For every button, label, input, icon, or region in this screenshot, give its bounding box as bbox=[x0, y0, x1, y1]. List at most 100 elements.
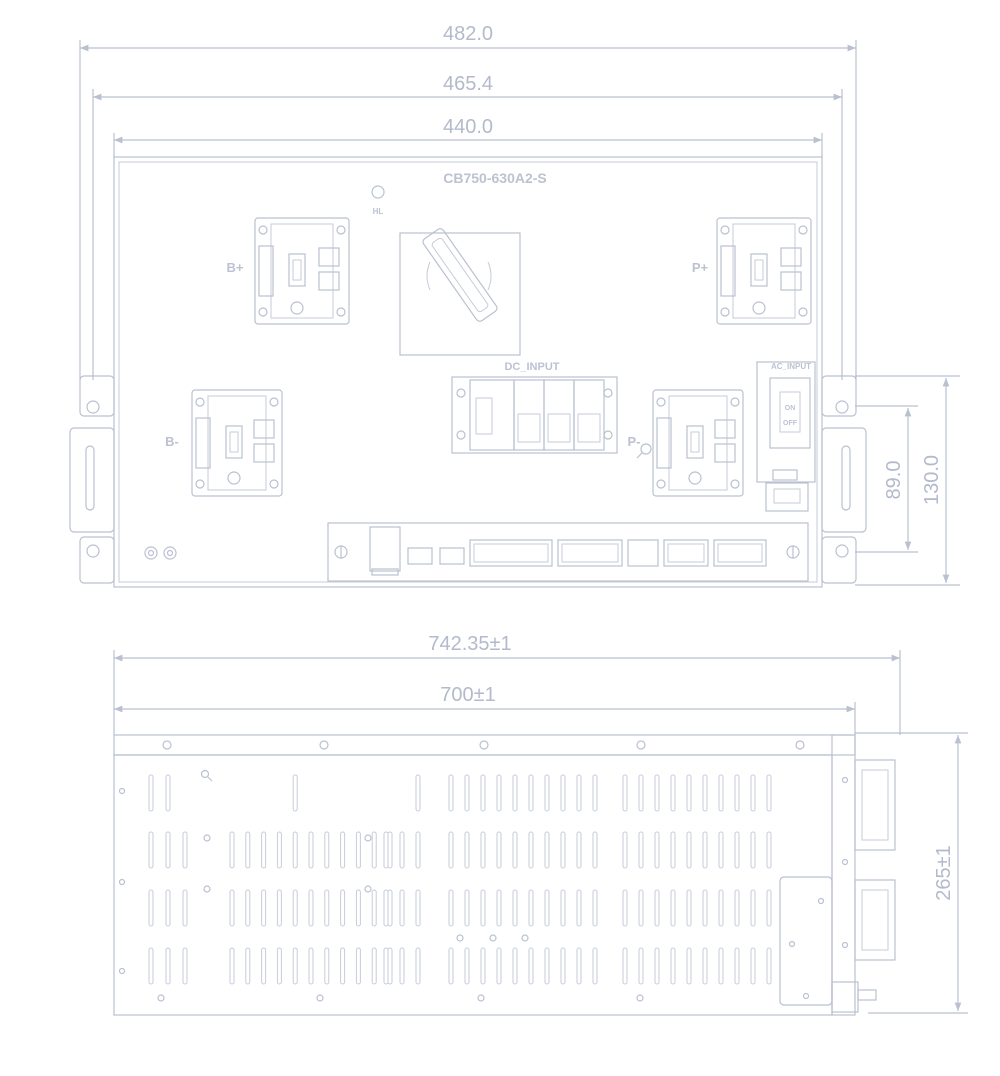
dim-height-large: 130.0 bbox=[921, 455, 943, 505]
vent-slot bbox=[766, 947, 772, 985]
terminal-p-plus bbox=[716, 217, 812, 325]
vent-slot bbox=[165, 889, 171, 927]
vent-slot bbox=[750, 831, 756, 869]
vent-slot bbox=[229, 831, 235, 869]
vent-slot bbox=[686, 774, 692, 812]
vent-slot bbox=[340, 889, 346, 927]
vent-slot bbox=[528, 947, 534, 985]
vent-slot bbox=[560, 774, 566, 812]
dim-width-inner: 440.0 bbox=[443, 116, 493, 138]
vent-slot bbox=[480, 774, 486, 812]
vent-slot bbox=[276, 947, 282, 985]
vent-slot bbox=[670, 889, 676, 927]
indicator-label: HL bbox=[373, 207, 384, 216]
vent-slot bbox=[544, 831, 550, 869]
ac-input-label: AC_INPUT bbox=[771, 362, 811, 371]
vent-slot bbox=[387, 831, 393, 869]
vent-slot bbox=[399, 947, 405, 985]
vent-slot bbox=[480, 831, 486, 869]
vent-slot bbox=[638, 831, 644, 869]
vent-slot bbox=[148, 774, 154, 812]
vent-slot bbox=[496, 889, 502, 927]
label-p-plus: P+ bbox=[692, 260, 709, 275]
vent-slot bbox=[399, 889, 405, 927]
bottom-screws bbox=[118, 787, 644, 1002]
main-switch bbox=[399, 228, 521, 356]
dim-length-body: 700±1 bbox=[440, 684, 495, 706]
vent-slot bbox=[480, 889, 486, 927]
vent-slot bbox=[415, 947, 421, 985]
vent-slot bbox=[229, 947, 235, 985]
magnifier-icon bbox=[200, 769, 213, 782]
vent-slot bbox=[622, 831, 628, 869]
vent-slot bbox=[165, 831, 171, 869]
vent-slot bbox=[415, 889, 421, 927]
vent-slot bbox=[576, 774, 582, 812]
vent-slot bbox=[654, 947, 660, 985]
label-b-plus: B+ bbox=[227, 260, 244, 275]
vent-slot bbox=[292, 889, 298, 927]
vent-slot bbox=[576, 831, 582, 869]
vent-slot bbox=[148, 947, 154, 985]
vent-slot bbox=[528, 889, 534, 927]
vent-slot bbox=[592, 831, 598, 869]
vent-slot bbox=[480, 947, 486, 985]
vent-slot bbox=[308, 889, 314, 927]
vent-slot bbox=[718, 831, 724, 869]
label-b-minus: B- bbox=[165, 434, 179, 449]
terminal-b-plus bbox=[254, 217, 350, 325]
vent-slot bbox=[245, 889, 251, 927]
vent-slot bbox=[387, 889, 393, 927]
vent-slot bbox=[512, 889, 518, 927]
vent-slot bbox=[654, 889, 660, 927]
vent-slot bbox=[686, 831, 692, 869]
dc-input-breaker bbox=[451, 376, 618, 454]
vent-slot bbox=[702, 947, 708, 985]
vent-slot bbox=[718, 774, 724, 812]
vent-slot bbox=[654, 831, 660, 869]
vent-slot bbox=[702, 831, 708, 869]
top-view: CB750-630A2-S HL B+ bbox=[69, 156, 867, 588]
dim-width-outer: 482.0 bbox=[443, 23, 493, 45]
vent-slot bbox=[592, 947, 598, 985]
vent-slot bbox=[182, 947, 188, 985]
vent-slot bbox=[448, 831, 454, 869]
vent-slot bbox=[496, 774, 502, 812]
vent-slot bbox=[371, 889, 377, 927]
top-dimensions: 482.0 465.4 440.0 89.0 130.0 bbox=[79, 23, 960, 586]
vent-slot bbox=[734, 774, 740, 812]
side-bracket bbox=[779, 759, 896, 1013]
vent-slot bbox=[464, 889, 470, 927]
vent-slot bbox=[622, 947, 628, 985]
vent-slot bbox=[718, 947, 724, 985]
vent-slot bbox=[229, 889, 235, 927]
vent-slot bbox=[528, 774, 534, 812]
vent-slot bbox=[448, 947, 454, 985]
vent-slot bbox=[355, 831, 361, 869]
vent-slot bbox=[734, 889, 740, 927]
vent-slot bbox=[544, 947, 550, 985]
terminal-p-minus bbox=[652, 389, 744, 497]
vent-slot bbox=[383, 831, 389, 869]
vent-slot bbox=[718, 889, 724, 927]
vent-slot bbox=[308, 831, 314, 869]
vent-slot bbox=[355, 889, 361, 927]
terminal-b-minus bbox=[191, 389, 283, 497]
vent-slot bbox=[560, 889, 566, 927]
connector-strip bbox=[327, 522, 809, 582]
vent-slot bbox=[528, 831, 534, 869]
magnifier-icon bbox=[636, 443, 652, 459]
vent-slot bbox=[245, 947, 251, 985]
vent-slot bbox=[448, 889, 454, 927]
vent-slot bbox=[148, 889, 154, 927]
vent-slot bbox=[165, 774, 171, 812]
vent-slot bbox=[182, 889, 188, 927]
dim-width-mid: 465.4 bbox=[443, 73, 493, 95]
vent-slot bbox=[750, 947, 756, 985]
vent-slot bbox=[670, 774, 676, 812]
vent-slot bbox=[415, 774, 421, 812]
vent-slot bbox=[292, 947, 298, 985]
vent-slot bbox=[560, 947, 566, 985]
vent-slot bbox=[340, 947, 346, 985]
